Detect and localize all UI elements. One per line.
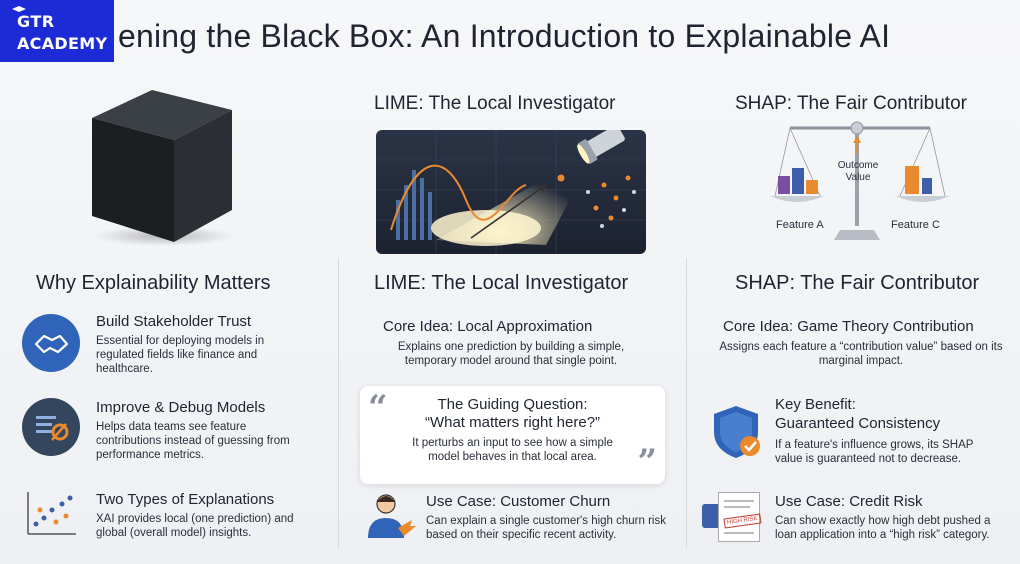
why-explainability-heading: Why Explainability Matters: [36, 272, 271, 294]
logo-line2: ACADEMY: [17, 34, 108, 53]
guiding-question-title-1: The Guiding Question:: [437, 396, 588, 413]
graduation-cap-icon: [12, 6, 26, 12]
key-benefit-title-2: Guaranteed Consistency: [775, 415, 941, 432]
build-trust-text: Essential for deploying models in regula…: [96, 335, 265, 375]
page-title: ening the Black Box: An Introduction to …: [118, 18, 891, 54]
two-types-text: XAI provides local (one prediction) and …: [96, 513, 294, 539]
shap-core-idea-title: Core Idea: Game Theory Contribution: [723, 318, 974, 335]
two-types-title: Two Types of Explanations: [96, 491, 275, 508]
customer-churn-title: Use Case: Customer Churn: [426, 493, 611, 510]
shap-core-idea-text: Assigns each feature a “contribution val…: [719, 341, 1003, 367]
outcome-value-label-line1: Outcome: [837, 160, 879, 171]
guiding-question-card: “ ” The Guiding Question: “What matters …: [360, 386, 665, 484]
guiding-question-text: It perturbs an input to see how a simple…: [412, 437, 613, 463]
customer-avatar-icon: [368, 494, 416, 538]
shield-check-icon: [714, 406, 760, 458]
credit-risk-title: Use Case: Credit Risk: [775, 493, 923, 510]
logo-line1: GTR: [17, 12, 55, 31]
improve-debug-title: Improve & Debug Models: [96, 399, 266, 416]
customer-churn-text: Can explain a single customer's high chu…: [426, 515, 666, 541]
lime-core-idea-title: Core Idea: Local Approximation: [383, 318, 593, 335]
shap-heading: SHAP: The Fair Contributor: [735, 272, 980, 294]
shap-image-title: SHAP: The Fair Contributor: [735, 93, 967, 114]
improve-debug-text: Helps data teams see feature contributio…: [96, 421, 290, 461]
close-quote-icon: ”: [637, 442, 657, 482]
column-divider-left: [338, 258, 339, 548]
feature-a-label: Feature A: [776, 219, 824, 231]
credit-document-icon: HIGH RISK: [702, 492, 766, 544]
shap-balance-scale-illustration: [770, 121, 950, 240]
lime-core-idea-text: Explains one prediction by building a si…: [397, 341, 625, 367]
open-quote-icon: “: [368, 388, 388, 428]
handshake-icon: [22, 314, 80, 372]
credit-risk-text: Can show exactly how high debt pushed a …: [775, 515, 991, 541]
guiding-question-title-2: “What matters right here?”: [424, 414, 601, 431]
feature-c-label: Feature C: [891, 219, 940, 231]
column-divider-right: [686, 258, 687, 548]
scatter-plot-icon: [27, 492, 76, 535]
lime-image-title: LIME: The Local Investigator: [374, 93, 616, 114]
lime-heading: LIME: The Local Investigator: [374, 272, 629, 294]
key-benefit-text: If a feature's influence grows, its SHAP…: [775, 439, 974, 465]
outcome-value-label-line2: Value: [845, 172, 871, 183]
build-trust-title: Build Stakeholder Trust: [96, 313, 252, 330]
gtr-academy-logo: GTR ACADEMY: [0, 0, 114, 62]
black-box-cube-icon: [92, 90, 234, 246]
debug-gear-icon: [22, 398, 80, 456]
key-benefit-title-1: Key Benefit:: [775, 396, 856, 413]
lime-spotlight-illustration: [376, 130, 646, 254]
